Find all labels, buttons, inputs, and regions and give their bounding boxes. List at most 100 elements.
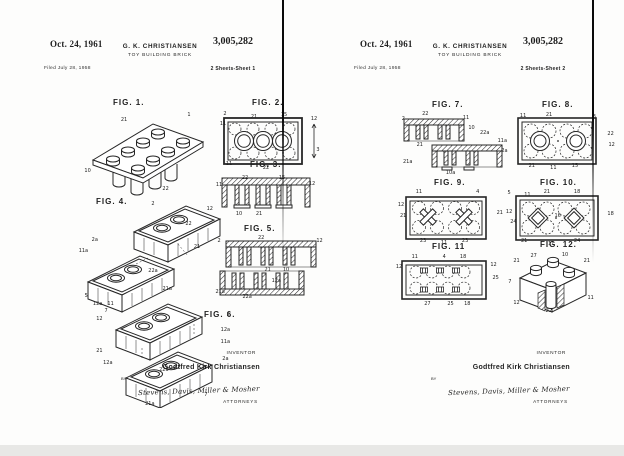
ref-numeral: 10 [468,125,474,131]
ref-numeral: 11 [412,254,418,260]
ref-numeral: 24 [510,219,516,225]
figure-7-label: FIG. 7. [432,100,463,109]
patent-sheet-2: Oct. 24, 1961 G. K. CHRISTIANSEN TOY BUI… [330,0,600,445]
ref-numeral: 12 [608,142,614,148]
figure-10: FIG. 10. [508,178,616,246]
ref-numeral: 15 [572,163,578,169]
ref-numeral: 4 [476,189,479,195]
patent-date: Oct. 24, 1961 [50,39,103,49]
ref-numeral: 21 [251,114,257,120]
figure-3: FIG. 3. 112215121021 [218,160,318,218]
ref-numeral: 22a [480,130,489,136]
scan-edge-band [0,445,624,456]
figure-12-label: FIG. 12. [540,240,577,249]
bottom-view-cross-drawing [400,191,505,245]
ref-numeral: 5 [85,293,88,299]
patent-title: TOY BUILDING BRICK [104,53,216,58]
ref-numeral: 12a [221,327,230,333]
ref-numeral: 21 [194,244,200,250]
filed-date: Filed July 28, 1958 [44,66,91,71]
figure-8: FIG. 8. [508,100,616,172]
ref-numeral: 27 [424,301,430,307]
ref-numeral: 18 [464,301,470,307]
ref-numeral: 12 [309,181,315,187]
inventor-caption: INVENTOR [115,351,260,356]
figure-8-canvas: 112132212211115 [508,114,616,170]
brick-perspective-drawing [85,112,215,196]
ref-numeral: 21a [162,286,171,292]
sheet-label: 2 Sheets-Sheet 2 [502,66,584,72]
ref-numeral: 12 [396,264,402,270]
figure-5: FIG. 5. [218,224,326,300]
ref-numeral: 12 [96,316,102,322]
ref-numeral: 1 [187,112,190,118]
bottom-view-two-tubes-drawing [508,114,616,170]
filed-date: Filed July 28, 1958 [354,66,401,71]
ref-numeral: 11a [498,138,507,144]
ref-numeral: 16 [554,213,560,219]
ref-numeral: 18 [607,211,613,217]
attorneys-caption: ATTORNEYS [425,399,570,404]
ref-numeral: 10 [84,168,90,174]
figure-9-label: FIG. 9. [434,178,465,187]
ref-numeral: 12 [398,202,404,208]
ref-numeral: 21 [546,112,552,118]
ref-numeral: 12a [103,360,112,366]
bottom-view-clips-drawing [398,256,503,306]
joined-bricks-section-drawing [218,237,326,300]
ref-numeral: 21 [497,210,503,216]
figure-12-canvas: 271021217122211 [508,254,603,320]
ref-numeral: 18 [574,189,580,195]
ref-numeral: 2a [92,237,98,243]
sheet-1-border-line [282,0,284,262]
ref-numeral: 21a [403,159,412,165]
by-label: BY [121,376,126,381]
ref-numeral: 3 [316,147,319,153]
ref-numeral: 18 [460,254,466,260]
ref-numeral: 4 [443,254,446,260]
figure-10-label: FIG. 10. [540,178,577,187]
sheet-2-border-line [592,0,594,262]
ref-numeral: 12 [311,116,317,122]
figure-12: FIG. 12. 27102121 [508,240,603,322]
ref-numeral: 12 [490,262,496,268]
figure-5-label: FIG. 5. [244,224,275,233]
ref-numeral: 11 [587,295,593,301]
figure-11: FIG. 11 [398,242,503,308]
ref-numeral: 22 [242,175,248,181]
ref-numeral: 21 [529,163,535,169]
ref-numeral: 2 [217,238,220,244]
patent-number: 3,005,282 [192,36,274,47]
figure-4-canvas: 21222212a11a22a21a512a7 [82,202,224,314]
figure-11-canvas: 11418121225272518 [398,256,503,306]
patent-sheet-1: Oct. 24, 1961 G. K. CHRISTIANSEN TOY BUI… [20,0,290,445]
figure-2-label: FIG. 2. [252,98,283,107]
ref-numeral: 12 [316,238,322,244]
figure-4: FIG. 4. 21222212a11a22a21a512a7 [82,194,224,314]
ref-numeral: 21 [256,211,262,217]
patent-title: TOY BUILDING BRICK [414,53,526,58]
ref-numeral: 10 [236,211,242,217]
inventor-block: INVENTOR Godtfred Kirk Christiansen BY S… [115,351,260,404]
inventor-name: Godtfred Kirk Christiansen [115,364,260,371]
inventor-name: Godtfred Kirk Christiansen [425,364,570,371]
ref-numeral: 21 [121,117,127,123]
ref-numeral: 11 [520,113,526,119]
ref-numeral: 21 [544,189,550,195]
ref-numeral: 22 [607,131,613,137]
ref-numeral: 10 [283,267,289,273]
ref-numeral: 11a [221,339,230,345]
ref-numeral: 21 [400,213,406,219]
figure-1-label: FIG. 1. [113,98,144,107]
ref-numeral: 21 [584,258,590,264]
ref-numeral: 7 [508,279,511,285]
by-label: BY [431,376,436,381]
ref-numeral: 11a [79,248,88,254]
attorney-signature: Stevens, Davis, Miller & Mosher [448,385,570,397]
figure-10-canvas: 511211812241618211124 [508,191,616,246]
ref-numeral: 22 [185,221,191,227]
ref-numeral: 21 [513,258,519,264]
ref-numeral: 2 [223,111,226,117]
ref-numeral: 22a [242,294,251,300]
